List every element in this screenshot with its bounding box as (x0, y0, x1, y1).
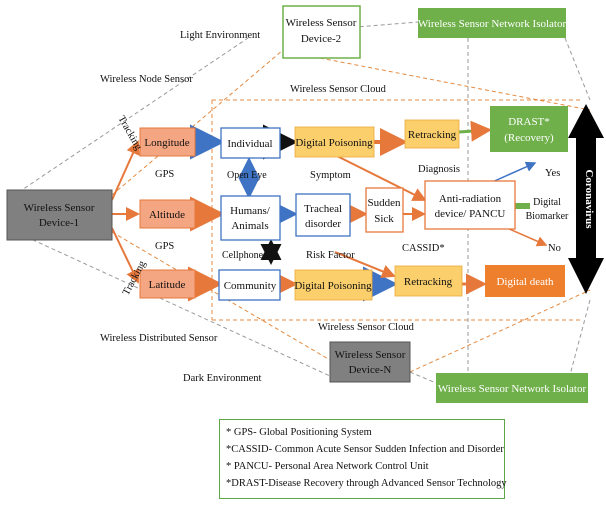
wsdn-line1: Wireless Sensor (335, 349, 406, 361)
yes-label: Yes (545, 168, 560, 179)
gps-top-label: GPS (155, 169, 174, 180)
sudden-line2: Sick (374, 213, 394, 225)
community-label: Community (224, 280, 277, 292)
digital-poisoning-bottom-box: Digital Poisoning (294, 269, 373, 301)
anti-radiation-line2: device/ PANCU (435, 208, 506, 220)
risk-factor-label: Risk Factor (306, 250, 355, 261)
digital-poisoning-top-label: Digital Poisoning (295, 137, 373, 149)
individual-label: Individual (227, 138, 272, 150)
isolator-top: Wireless Sensor Network Isolator (418, 8, 567, 38)
cellphone-label: Cellphone (222, 250, 264, 261)
open-eye-label: Open Eye (227, 170, 267, 181)
legend-item-drast: *DRAST-Disease Recovery through Advanced… (226, 478, 507, 489)
gps-bottom-label: GPS (155, 241, 174, 252)
digital-death-box: Digital death (485, 265, 565, 297)
cassid-label: CASSID* (402, 243, 445, 254)
tracheal-disorder-box: Tracheal disorder (295, 193, 351, 237)
humans-line1: Humans/ (230, 205, 271, 217)
svg-text:Humans/Animals: Humans/Animals (230, 205, 271, 232)
legend-item-gps: * GPS- Global Positioning System (226, 427, 372, 438)
sudden-line1: Sudden (368, 197, 402, 209)
coronavirus-label: Coronavirus (583, 169, 595, 229)
light-environment-label: Light Environment (180, 30, 260, 41)
tracheal-line2: disorder (305, 218, 341, 230)
retracking-bottom-box: Retracking (394, 265, 463, 297)
isolator-top-label: Wireless Sensor Network Isolator (418, 18, 567, 30)
altitude-box: Altitude (139, 199, 196, 229)
latitude-box: Latitude (139, 269, 196, 299)
longitude-box: Longitude (139, 127, 196, 157)
biomarker-line2: Biomarker (526, 211, 569, 222)
humans-line2: Animals (231, 220, 268, 232)
altitude-label: Altitude (149, 209, 185, 221)
flow-arrows (111, 120, 548, 302)
isolator-bottom-label: Wireless Sensor Network Isolator (438, 383, 587, 395)
drast-line1: DRAST* (508, 116, 550, 128)
wireless-distributed-sensor-label: Wireless Distributed Sensor (100, 333, 218, 344)
retracking-bottom-label: Retracking (404, 276, 453, 288)
humans-animals-box: Humans/Animals (220, 195, 281, 241)
wsd1-line2: Device-1 (39, 217, 79, 229)
symptom-label: Symptom (310, 170, 351, 181)
legend-item-pancu: * PANCU- Personal Area Network Control U… (226, 461, 429, 472)
wireless-node-sensor-label: Wireless Node Sensor (100, 74, 193, 85)
tracheal-line1: Tracheal (304, 203, 342, 215)
biomarker-line1: Digital (533, 197, 561, 208)
drast-line2: (Recovery) (504, 132, 554, 144)
diagnosis-label: Diagnosis (418, 164, 460, 175)
drast-box: DRAST* (Recovery) (490, 106, 568, 152)
dark-environment-label: Dark Environment (183, 373, 262, 384)
individual-box: Individual (220, 127, 281, 159)
digital-poisoning-bottom-label: Digital Poisoning (294, 280, 372, 292)
longitude-label: Longitude (144, 137, 189, 149)
wsd2-line2: Device-2 (301, 33, 341, 45)
digital-death-label: Digital death (496, 276, 554, 288)
anti-radiation-box: Anti-radiation device/ PANCU (424, 180, 516, 230)
abbreviation-legend: * GPS- Global Positioning System *CASSID… (219, 419, 507, 499)
digital-poisoning-top-box: Digital Poisoning (294, 126, 375, 158)
wsd2-line1: Wireless Sensor (286, 17, 357, 29)
wsdn-line2: Device-N (349, 364, 392, 376)
latitude-label: Latitude (149, 279, 186, 291)
legend-item-cassid: *CASSID- Common Acute Sensor Sudden Infe… (226, 444, 504, 455)
coronavirus-arrow: Coronavirus (568, 104, 604, 294)
wireless-sensor-cloud-top-label: Wireless Sensor Cloud (290, 84, 387, 95)
svg-text:DRAST*(Recovery): DRAST* (Recovery) (504, 116, 554, 144)
retracking-top-label: Retracking (408, 129, 457, 141)
wireless-sensor-cloud-bottom-label: Wireless Sensor Cloud (318, 322, 415, 333)
retracking-top-box: Retracking (404, 119, 460, 149)
isolator-bottom: Wireless Sensor Network Isolator (436, 373, 588, 403)
community-box: Community (218, 269, 281, 301)
anti-radiation-line1: Anti-radiation (439, 193, 502, 205)
no-label: No (548, 243, 561, 254)
wsd1-line1: Wireless Sensor (24, 202, 95, 214)
